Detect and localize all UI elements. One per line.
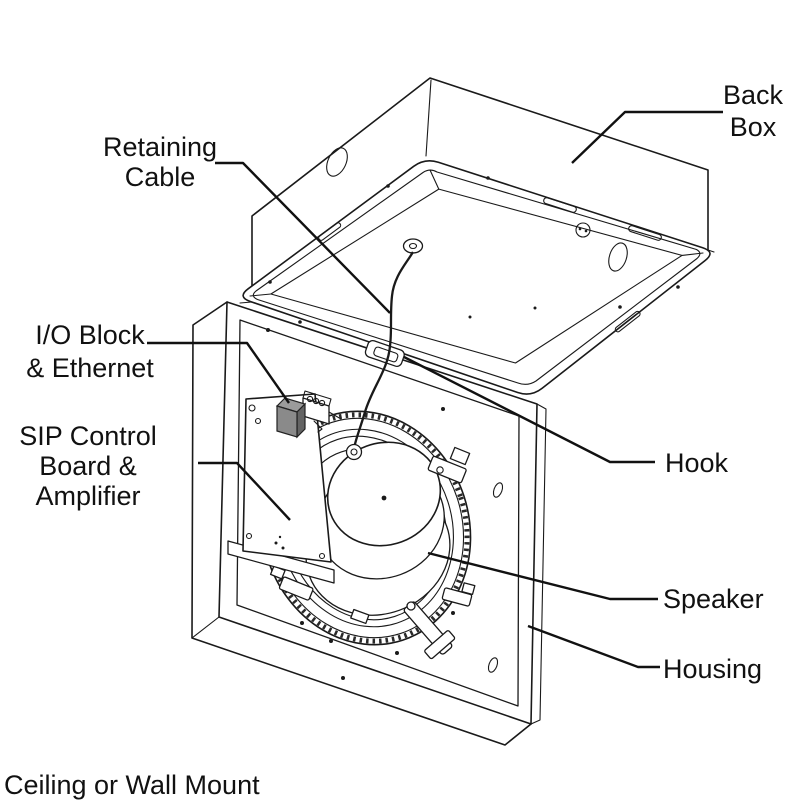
board-hole: [248, 404, 256, 412]
label-io-line1: I/O Block: [35, 320, 145, 350]
interior-screw-dot: [584, 229, 588, 233]
flange-dot: [268, 280, 272, 284]
back-box-flange-inner: [252, 169, 701, 385]
flange-dot: [386, 184, 390, 188]
speaker-clamp-left: [269, 565, 314, 601]
cable-eyelet: [402, 238, 424, 254]
back-box-walls: [251, 77, 709, 303]
diagram-caption: Ceiling or Wall Mount: [4, 770, 260, 800]
flange-slot: [628, 225, 662, 241]
housing-right-band: [530, 403, 547, 725]
label-back-box-line2: Box: [730, 112, 777, 142]
flange-dot: [298, 320, 302, 324]
cable-eyelet-hole: [408, 242, 418, 250]
screw-hole: [266, 328, 270, 332]
speaker-clamp-tab: [350, 608, 370, 625]
label-retaining-line2: Cable: [125, 162, 196, 192]
speaker-clamp-top-right: [427, 446, 471, 484]
flange-slot: [543, 197, 577, 213]
hook-slot: [364, 339, 405, 367]
label-sip-line1: SIP Control: [19, 421, 157, 451]
screw-hole: [329, 639, 333, 643]
terminal-screw: [306, 395, 314, 403]
label-retaining-line1: Retaining: [103, 132, 217, 162]
sip-board-drawing: [227, 393, 335, 584]
speaker-magnet-back: [326, 441, 442, 547]
cable-anchor-screw-head: [350, 448, 358, 456]
flange-dot: [618, 305, 622, 309]
retaining-cable-line: [352, 251, 414, 450]
label-sip-line3: Amplifier: [35, 481, 140, 511]
conduit-knockout-oval: [326, 147, 348, 177]
leader-sip-board: [198, 461, 291, 521]
terminal-screw: [318, 399, 326, 407]
label-io-line2: & Ethernet: [26, 353, 154, 383]
board-dot: [278, 535, 282, 539]
speaker-clamp-right: [441, 582, 476, 607]
conduit-knockout-oval: [608, 242, 628, 272]
interior-screw-dot: [578, 227, 582, 231]
housing-knockout-oval: [492, 482, 504, 498]
screw-hole: [441, 407, 445, 411]
terminal-wires: [313, 411, 342, 433]
label-housing: Housing: [663, 654, 762, 684]
label-sip-line2: Board &: [39, 451, 137, 481]
screw-hole: [300, 621, 304, 625]
retaining-cable-drawing: [345, 251, 414, 461]
label-io-block: I/O Block& Ethernet: [26, 320, 154, 383]
io-block-front-face: [276, 405, 298, 438]
back-box-depth-edges: [249, 169, 704, 297]
leader-hook: [403, 355, 655, 464]
speaker-clamp-bottom-right: [403, 601, 456, 660]
cable-anchor-screw: [345, 443, 363, 461]
interior-screw: [575, 222, 591, 238]
board-hole: [254, 417, 262, 425]
terminal-screw: [312, 397, 320, 405]
speaker-center-mark: [381, 495, 387, 501]
board-dot: [281, 546, 285, 550]
flange-dot: [486, 176, 490, 180]
screw-hole: [451, 611, 455, 615]
sip-control-board: [242, 393, 332, 563]
flange-dot: [676, 285, 680, 289]
housing-knockout-oval: [487, 657, 499, 673]
interior-dot: [533, 306, 537, 310]
back-box-corner-seam: [425, 79, 432, 157]
io-block-drawing: [275, 390, 342, 439]
screw-hole: [341, 676, 345, 680]
leader-speaker: [427, 551, 658, 601]
housing-corner-seam: [191, 616, 220, 639]
back-box-drawing: [239, 77, 715, 395]
board-hole: [245, 532, 253, 540]
interior-dot: [468, 315, 472, 319]
leader-io-block: [147, 341, 290, 404]
speaker-ring-hatch: [262, 412, 470, 644]
leader-back-box: [571, 110, 723, 164]
leader-retaining-cable: [215, 161, 391, 314]
label-back-box-line1: Back: [723, 80, 784, 110]
board-dot: [274, 541, 278, 545]
board-hole: [318, 552, 326, 560]
leader-housing: [527, 624, 660, 669]
back-box-interior-panel: [270, 188, 683, 364]
label-speaker: Speaker: [663, 584, 764, 614]
terminal-block-top: [302, 390, 332, 407]
label-hook: Hook: [665, 448, 729, 478]
screw-hole: [395, 651, 399, 655]
flange-slot: [614, 310, 641, 333]
